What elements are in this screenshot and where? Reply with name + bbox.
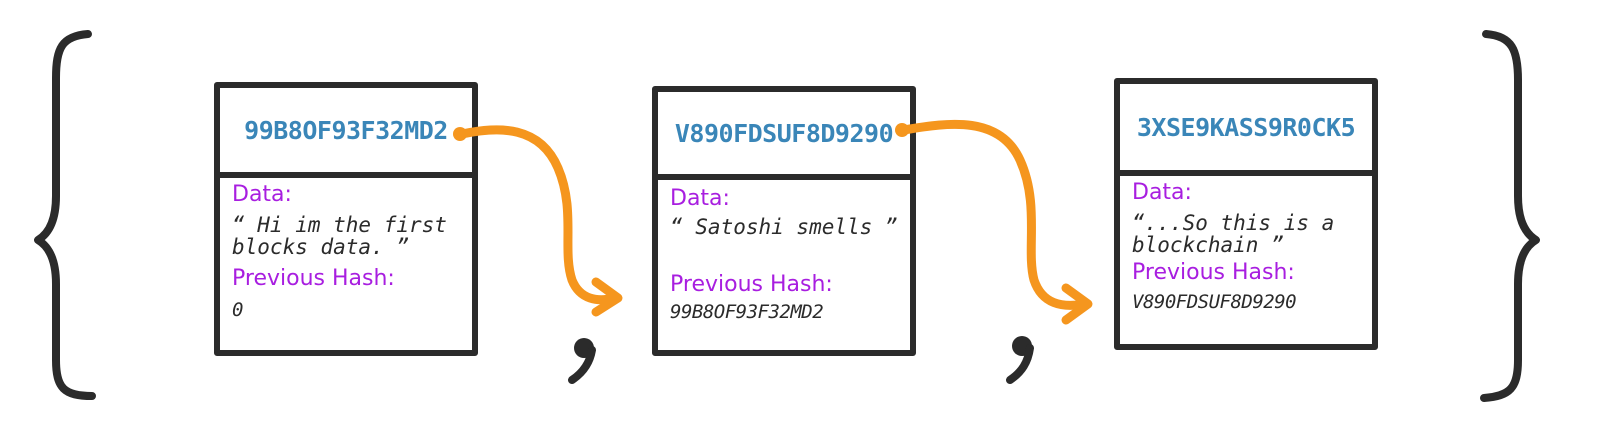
comma-2 xyxy=(1006,336,1034,384)
previous-hash-value: V890FDSUF8D9290 xyxy=(1132,291,1297,313)
previous-hash-label: Previous Hash: xyxy=(1132,260,1295,285)
data-label: Data: xyxy=(670,186,730,211)
block-hash: V890FDSUF8D9290 xyxy=(674,118,894,148)
comma-1 xyxy=(568,338,596,384)
data-value: “ Satoshi smells ” xyxy=(670,215,898,239)
block-2: V890FDSUF8D9290 Data: “ Satoshi smells ”… xyxy=(652,86,916,356)
data-value: “...So this is a blockchain ” xyxy=(1132,211,1335,257)
data-label: Data: xyxy=(1132,180,1192,205)
data-label: Data: xyxy=(232,182,292,207)
data-value: “ Hi im the first blocks data. ” xyxy=(232,213,447,259)
block-hash: 3XSE9KASS9R0CK5 xyxy=(1136,112,1356,142)
block-hash: 99B8OF93F32MD2 xyxy=(244,115,448,145)
previous-hash-label: Previous Hash: xyxy=(670,272,833,297)
block-body: Data: “ Satoshi smells ” Previous Hash: … xyxy=(670,186,902,324)
previous-hash-value: 99B8OF93F32MD2 xyxy=(670,301,824,323)
block-body: Data: “ Hi im the first blocks data. ” P… xyxy=(232,182,464,322)
block-hash-cell: V890FDSUF8D9290 xyxy=(658,92,910,180)
previous-hash-value: 0 xyxy=(232,299,243,321)
block-hash-cell: 3XSE9KASS9R0CK5 xyxy=(1120,84,1372,176)
previous-hash-label: Previous Hash: xyxy=(232,266,395,291)
block-body: Data: “...So this is a blockchain ” Prev… xyxy=(1132,180,1364,314)
block-1: 99B8OF93F32MD2 Data: “ Hi im the first b… xyxy=(214,82,478,356)
block-3: 3XSE9KASS9R0CK5 Data: “...So this is a b… xyxy=(1114,78,1378,350)
block-hash-cell: 99B8OF93F32MD2 xyxy=(220,88,472,178)
